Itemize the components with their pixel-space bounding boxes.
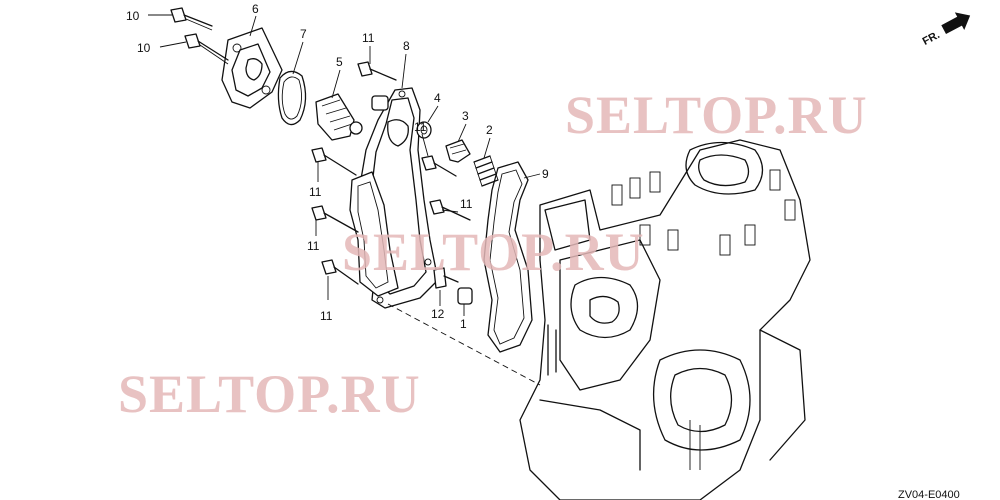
bolt-11-top [357, 61, 397, 81]
part-3-valve [445, 139, 471, 163]
callout-4: 4 [434, 91, 441, 105]
callout-9: 9 [542, 167, 549, 181]
part-2-spring [473, 155, 499, 187]
part-5-thermostat [315, 93, 363, 141]
front-direction-indicator: FR. [921, 12, 971, 48]
bolt-11-left-upper [311, 147, 357, 176]
callout-3: 3 [462, 109, 469, 123]
callout-10-upper: 10 [126, 9, 140, 23]
bolt-11-mid [429, 199, 471, 221]
callout-11-left-lower: 11 [320, 309, 333, 323]
assembly-line [387, 303, 541, 386]
callout-11-right: 11 [414, 120, 427, 134]
cover-gasket-plate [349, 171, 399, 297]
watermarks: SELTOP.RU SELTOP.RU SELTOP.RU [118, 85, 868, 424]
callout-11-left-upper: 11 [309, 185, 322, 199]
callout-11-mid: 11 [460, 197, 473, 211]
part-6-housing [221, 27, 283, 109]
callout-8: 8 [403, 39, 410, 53]
drawing-code: ZV04-E0400 [898, 489, 960, 500]
callout-11-top: 11 [362, 31, 375, 45]
callout-7: 7 [300, 27, 307, 41]
bolt-11-left-lower [321, 259, 359, 285]
part-7-o-ring [277, 70, 307, 126]
svg-text:FR.: FR. [921, 29, 942, 48]
cylinder-block [519, 139, 811, 500]
watermark-top: SELTOP.RU [565, 85, 868, 145]
part-1-collar [457, 287, 473, 305]
bolt-11-right [421, 155, 457, 177]
part-12-bolt [433, 267, 459, 289]
bolt-10-upper [170, 7, 213, 31]
callout-1: 1 [460, 317, 467, 331]
callout-labels: 10 10 6 7 5 11 8 4 3 11 2 9 11 11 11 11 … [126, 2, 549, 331]
leader-lines [148, 14, 541, 316]
callout-11-left-mid: 11 [307, 239, 320, 253]
callout-12: 12 [431, 307, 445, 321]
part-4-washer [416, 121, 432, 139]
part-4-washer-hole [420, 125, 428, 135]
part-9-gasket-inner [489, 169, 525, 345]
watermark-middle: SELTOP.RU [342, 222, 645, 282]
part-7-o-ring-inner [281, 76, 302, 120]
callout-2: 2 [486, 123, 493, 137]
bolt-11-left-mid [311, 205, 359, 233]
part-9-gasket [483, 161, 533, 353]
callout-5: 5 [336, 55, 343, 69]
bolt-10-lower [184, 33, 229, 65]
callout-10-lower: 10 [137, 41, 151, 55]
callout-6: 6 [252, 2, 259, 16]
watermark-bottom: SELTOP.RU [118, 364, 421, 424]
